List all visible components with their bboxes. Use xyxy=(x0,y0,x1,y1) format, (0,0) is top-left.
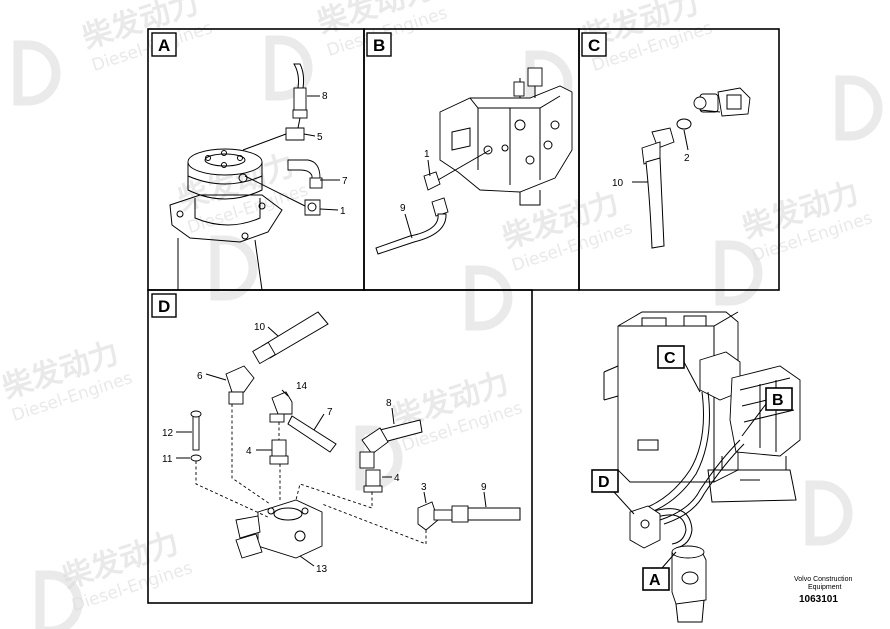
panel-d-label-8: 8 xyxy=(386,398,392,409)
callout-b-box xyxy=(765,387,793,411)
joint-collar xyxy=(194,198,261,226)
joint-body xyxy=(187,162,263,200)
panel-d-label-13: 13 xyxy=(316,564,328,575)
watermark-logo-icon xyxy=(465,265,513,331)
callout-d-box xyxy=(591,469,619,493)
panel-d-label-10: 10 xyxy=(254,322,266,333)
panel-d-letter: D xyxy=(158,297,170,316)
watermark-logo-icon xyxy=(835,75,883,141)
panel-b-drawing: 1 9 xyxy=(375,67,573,255)
callout-b-letter: B xyxy=(772,392,784,409)
valve-block-13 xyxy=(257,499,323,559)
panel-a-label-8: 8 xyxy=(322,91,328,102)
panel-tabs: A B C D xyxy=(151,32,607,318)
panel-a-tab xyxy=(151,32,177,57)
panel-d-tab xyxy=(151,293,177,318)
watermark-logo-icon xyxy=(715,240,763,306)
document-number: 1063101 xyxy=(799,594,838,605)
panel-a-label-5: 5 xyxy=(317,132,323,143)
panel-d-drawing: 10 6 14 7 8 12 11 4 4 3 9 13 xyxy=(162,311,521,575)
panel-b-label-1: 1 xyxy=(424,149,430,160)
watermark-logo-icon xyxy=(210,235,258,301)
document-caption: Volvo Construction Equipment 1063101 xyxy=(794,576,852,605)
panel-c-label-10: 10 xyxy=(612,178,624,189)
fitting-1 xyxy=(423,171,441,191)
panel-d-label-9: 9 xyxy=(481,482,487,493)
callout-c-box xyxy=(657,345,685,369)
valve-connector xyxy=(527,67,543,87)
elbow-6 xyxy=(225,365,255,393)
tee-14 xyxy=(271,391,293,415)
hose-8 xyxy=(293,63,305,89)
callout-d-letter: D xyxy=(598,474,610,491)
panel-d-label-14: 14 xyxy=(296,381,308,392)
adapter-4 xyxy=(271,439,287,459)
hose-9-fitting xyxy=(431,197,449,217)
caption-line-2: Equipment xyxy=(808,584,842,591)
valve-frame xyxy=(707,469,797,503)
panel-d-label-4b: 4 xyxy=(394,473,400,484)
panel-c-label-2: 2 xyxy=(684,153,690,164)
panel-d-label-7: 7 xyxy=(327,407,333,418)
panel-a-label-1: 1 xyxy=(340,206,346,217)
hose-9 xyxy=(375,213,447,255)
panel-d-label-11: 11 xyxy=(162,454,173,465)
watermark-logo-icon xyxy=(805,480,853,546)
bolt-12 xyxy=(192,413,200,451)
hose-10 xyxy=(645,157,665,249)
overview-drawing: C B D A xyxy=(591,311,801,623)
adapter-4 xyxy=(365,469,381,487)
o-ring-2 xyxy=(676,118,692,130)
joint-top xyxy=(187,148,263,176)
panel-c-letter: C xyxy=(588,36,600,55)
panel-a-label-7: 7 xyxy=(342,176,348,187)
panel-c-tab xyxy=(581,32,607,57)
panel-c-frame xyxy=(578,28,780,291)
callout-a-box xyxy=(642,567,670,591)
panel-d-label-12: 12 xyxy=(162,428,174,439)
panel-d-frame xyxy=(147,289,533,604)
panel-b-label-9: 9 xyxy=(400,203,406,214)
watermark-logo-icon xyxy=(35,570,83,629)
fitting-1 xyxy=(304,199,321,216)
caption-line-1: Volvo Construction xyxy=(794,576,852,583)
control-valve-block xyxy=(439,85,573,193)
overview-hose-b xyxy=(659,439,741,521)
panel-d-label-6: 6 xyxy=(197,371,203,382)
valve-spool-end xyxy=(235,515,261,539)
panel-frames xyxy=(147,28,780,604)
hose-9-fitting xyxy=(451,505,469,523)
panel-c-drawing: 2 10 xyxy=(612,87,751,249)
panel-b-tab xyxy=(366,32,392,57)
overview-hose-c xyxy=(639,391,704,511)
solenoid-connector xyxy=(717,87,751,117)
watermark-logo-icon xyxy=(13,40,61,106)
hose-8-fitting xyxy=(293,87,307,111)
panel-a-letter: A xyxy=(158,36,170,55)
joint-shaft xyxy=(177,238,263,291)
hose-7 xyxy=(287,415,337,453)
panel-b-letter: B xyxy=(373,36,385,55)
washer-11 xyxy=(190,454,202,462)
watermark-logo-icon xyxy=(265,35,313,101)
panel-d-label-3: 3 xyxy=(421,482,427,493)
panel-a-drawing: 8 5 7 1 xyxy=(169,63,348,291)
overview-valve-d xyxy=(629,505,661,549)
panel-d-label-4a: 4 xyxy=(246,446,252,457)
fitting-3 xyxy=(417,501,439,531)
fitting-5 xyxy=(285,127,305,141)
callout-c-letter: C xyxy=(664,350,676,367)
hose-9 xyxy=(467,507,521,521)
callout-a-letter: A xyxy=(649,572,661,589)
mount-flange xyxy=(169,194,283,243)
